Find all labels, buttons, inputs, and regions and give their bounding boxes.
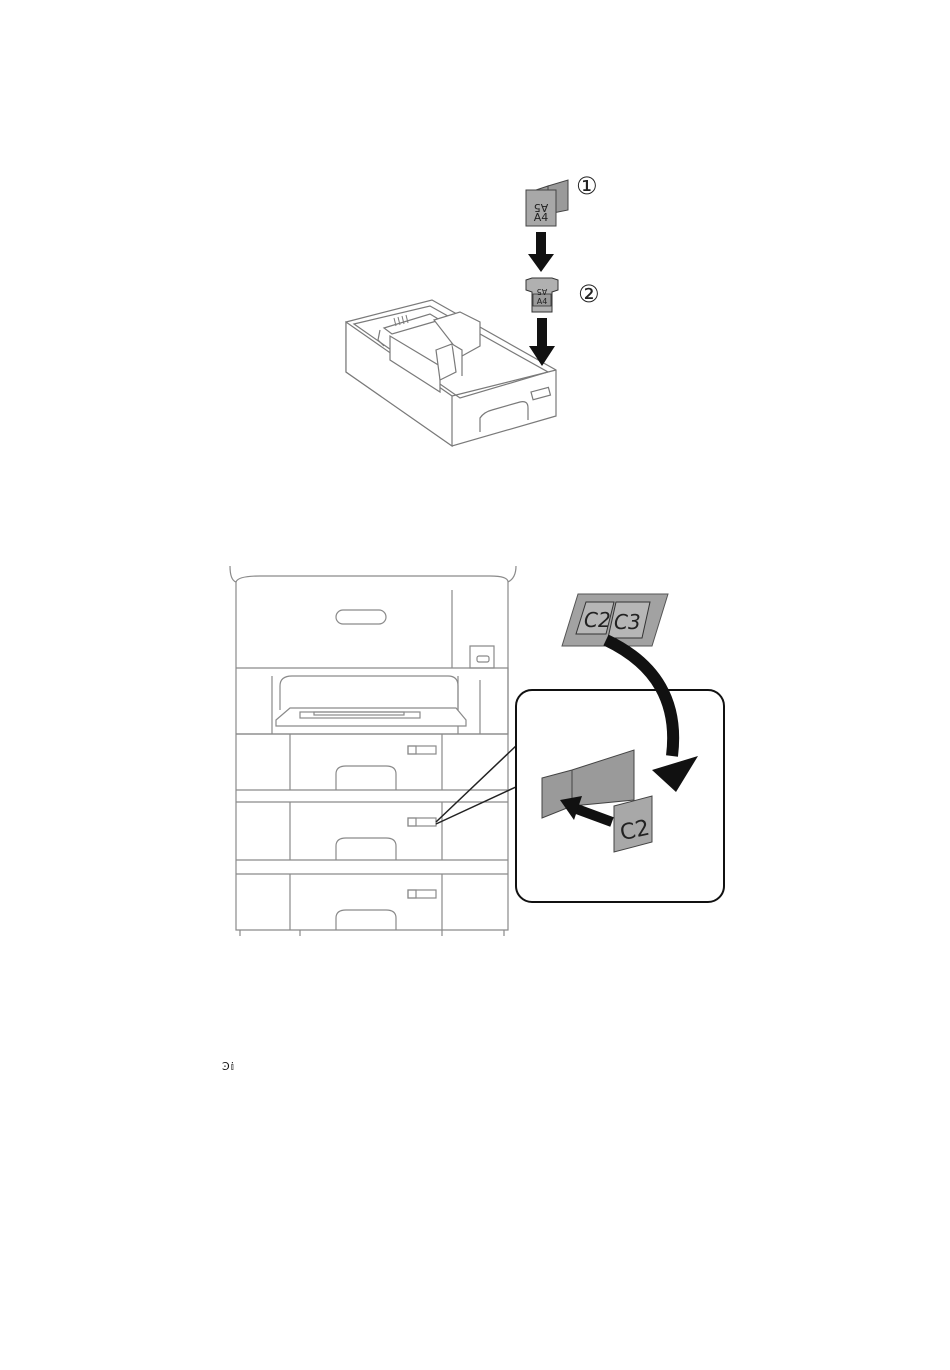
sheet-label-c3: C3 [614, 610, 641, 634]
page-footer-mark: Ͽ𝕚 [222, 1060, 235, 1073]
callout-lines [436, 744, 518, 824]
sheet-label-c2: C2 [584, 608, 611, 632]
label-card-c2: C2 [614, 796, 652, 852]
printer-body [230, 566, 516, 936]
